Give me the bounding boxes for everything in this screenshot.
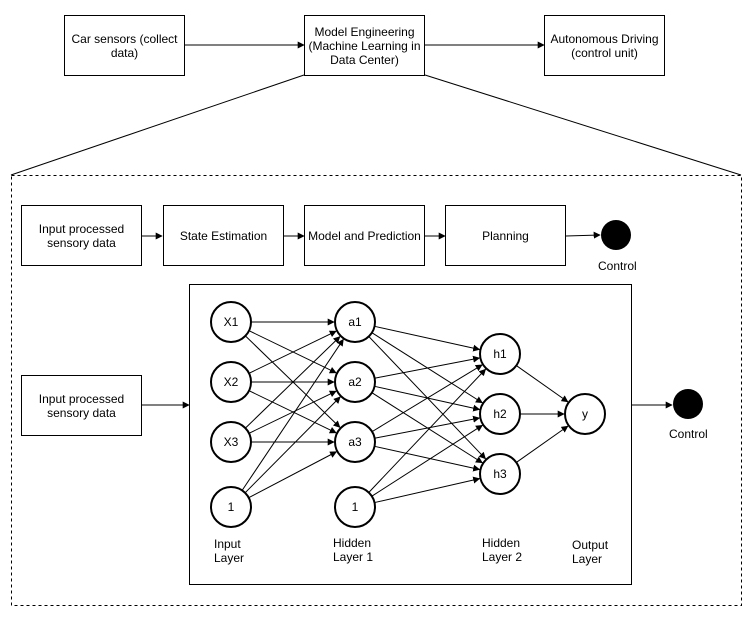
- edge-input-to-hidden1: [244, 396, 341, 494]
- network-frame: [189, 284, 632, 585]
- output-node-label: y: [582, 407, 588, 421]
- hidden1-node: [334, 301, 376, 343]
- control-label-bottom: Control: [669, 427, 708, 441]
- input-node-label: 1: [227, 500, 235, 514]
- edge-input-to-hidden1: [241, 338, 344, 491]
- edge-hidden1-to-hidden2: [374, 476, 481, 504]
- edge-hidden1-to-hidden2: [374, 415, 481, 439]
- hidden-layer-2-label: Hidden Layer 2: [482, 536, 523, 564]
- edge-hidden1-to-hidden2: [371, 424, 483, 497]
- hidden2-node: [479, 393, 521, 435]
- edge-hidden2-to-output: [516, 365, 569, 403]
- output-layer-label: Output Layer: [572, 538, 609, 566]
- hidden1-node-label: a3: [348, 435, 362, 449]
- output-node: [564, 393, 606, 435]
- hidden1-node: [334, 486, 376, 528]
- hidden2-node-label: h2: [493, 407, 507, 421]
- flow-input-box: Input processed sensory data: [21, 205, 142, 266]
- model-engineering-box: Model Engineering (Machine Learning in D…: [304, 15, 425, 76]
- hidden2-node: [479, 333, 521, 375]
- zoom-line-right: [424, 74, 742, 176]
- detail-container: [11, 175, 742, 606]
- edge-input-to-hidden1: [248, 390, 337, 434]
- control-terminal-top: [601, 220, 631, 250]
- network-input-box: Input processed sensory data: [21, 375, 142, 436]
- planning-box: Planning: [445, 205, 566, 266]
- edge-hidden1-to-hidden2: [374, 445, 481, 472]
- network-edges: [241, 318, 569, 504]
- input-node: [210, 301, 252, 343]
- edge-hidden1-to-hidden2: [371, 364, 483, 433]
- network-nodes: [210, 301, 606, 528]
- edge-hidden1-to-hidden2: [368, 368, 487, 493]
- edge-input-to-hidden1: [248, 451, 338, 499]
- hidden1-node: [334, 421, 376, 463]
- edge-input-to-hidden1: [245, 336, 341, 429]
- edge-hidden1-to-hidden2: [374, 325, 481, 352]
- control-label-top: Control: [598, 259, 637, 273]
- input-node-label: X1: [223, 315, 239, 329]
- hidden1-node-label: 1: [351, 500, 359, 514]
- hidden-layer-1-label: Hidden Layer 1: [333, 536, 374, 564]
- input-layer-label: Input Layer: [214, 537, 245, 565]
- hidden2-node: [479, 453, 521, 495]
- input-node-label: X2: [223, 375, 239, 389]
- state-estimation-box: State Estimation: [163, 205, 284, 266]
- input-node: [210, 421, 252, 463]
- control-terminal-bottom: [673, 389, 703, 419]
- input-node: [210, 361, 252, 403]
- model-prediction-box: Model and Prediction: [304, 205, 425, 266]
- input-node: [210, 486, 252, 528]
- hidden1-node-label: a1: [348, 315, 362, 329]
- hidden1-node-label: a2: [348, 375, 362, 389]
- edge-input-to-hidden1: [248, 330, 337, 374]
- hidden2-node-label: h3: [493, 467, 507, 481]
- edge-hidden1-to-hidden2: [374, 355, 481, 379]
- arrow-planning-to-control: [565, 231, 601, 239]
- zoom-line-left: [10, 74, 305, 176]
- hidden2-node-label: h1: [493, 347, 507, 361]
- hidden1-node: [334, 361, 376, 403]
- car-sensors-box: Car sensors (collect data): [64, 15, 185, 76]
- input-node-label: X3: [223, 435, 239, 449]
- edge-hidden2-to-output: [516, 425, 569, 463]
- autonomous-driving-box: Autonomous Driving (control unit): [544, 15, 665, 76]
